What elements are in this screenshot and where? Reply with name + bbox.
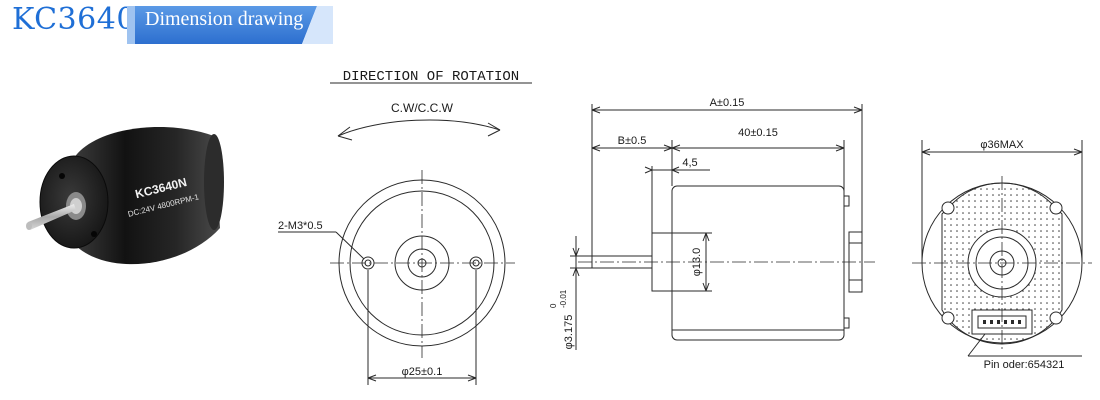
max-diameter-label: φ36MAX <box>980 139 1024 151</box>
header: KC3640 Dimension drawing <box>0 0 1100 48</box>
pcd-label: φ25±0.1 <box>402 366 443 378</box>
model-title: KC3640 <box>12 2 136 37</box>
shaft-tolerance-lower: -0.01 <box>559 289 568 308</box>
side-view <box>570 104 875 350</box>
shaft-diameter-label: φ3.175 <box>563 315 575 350</box>
banner-label: Dimension drawing <box>145 8 304 30</box>
rotation-direction-label: C.W/C.C.W <box>391 101 454 115</box>
rear-view <box>912 140 1092 357</box>
rotation-heading: DIRECTION OF ROTATION <box>343 69 519 85</box>
mount-holes-label: 2-M3*0.5 <box>278 220 323 232</box>
shaft-tolerance-upper: 0 <box>549 303 558 308</box>
shaft-extension-label: B±0.5 <box>618 135 647 147</box>
boss-diameter-label: φ13.0 <box>691 248 703 277</box>
motor-photo: KC3640N DC:24V 4800RPM-1 <box>26 127 224 265</box>
banner-tab <box>127 6 333 44</box>
overall-length-label: A±0.15 <box>710 97 745 109</box>
pin-order-label: Pin oder:654321 <box>984 359 1065 371</box>
boss-length-label: 4,5 <box>682 157 697 169</box>
front-view <box>278 82 532 385</box>
body-length-label: 40±0.15 <box>738 127 778 139</box>
